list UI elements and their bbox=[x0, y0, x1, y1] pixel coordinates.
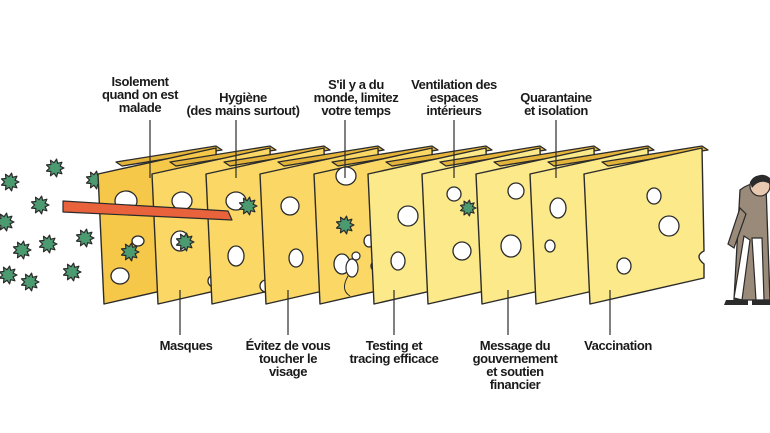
label-quarantaine: Quarantaine et isolation bbox=[520, 90, 592, 118]
virus-path-arrow bbox=[62, 200, 233, 221]
virus-icon bbox=[0, 172, 20, 192]
virus-icon bbox=[30, 195, 50, 215]
virus-icon bbox=[45, 158, 65, 178]
virus-icon bbox=[459, 199, 477, 217]
label-ventilation: Ventilation des espaces intérieurs bbox=[411, 77, 497, 118]
virus-icon bbox=[175, 232, 195, 252]
virus-icon bbox=[38, 234, 58, 254]
cheese-slice bbox=[583, 145, 709, 305]
label-visage: Évitez de vous toucher le visage bbox=[245, 338, 331, 379]
person-icon bbox=[724, 174, 770, 305]
virus-icon bbox=[238, 196, 258, 216]
cheese-slices bbox=[62, 145, 709, 305]
label-isolement: Isolement quand on est malade bbox=[101, 74, 179, 115]
leader-lines bbox=[149, 120, 611, 335]
virus-icon bbox=[120, 242, 140, 262]
virus-icon bbox=[20, 272, 40, 292]
virus-icon bbox=[335, 215, 355, 235]
label-hygiene: Hygiène (des mains surtout) bbox=[186, 90, 300, 118]
virus-cluster bbox=[0, 158, 105, 292]
virus-icon bbox=[75, 228, 95, 248]
virus-icon bbox=[12, 240, 32, 260]
virus-icon bbox=[0, 265, 18, 285]
label-message: Message du gouvernement et soutien finan… bbox=[472, 338, 558, 392]
label-testing: Testing et tracing efficace bbox=[349, 338, 439, 366]
label-masques: Masques bbox=[159, 338, 213, 353]
label-vaccination: Vaccination bbox=[584, 338, 652, 353]
label-monde: S'il y a du monde, limitez votre temps bbox=[313, 77, 399, 118]
virus-icon bbox=[0, 212, 15, 232]
virus-icon bbox=[62, 262, 82, 282]
mouse-icon bbox=[344, 251, 361, 297]
